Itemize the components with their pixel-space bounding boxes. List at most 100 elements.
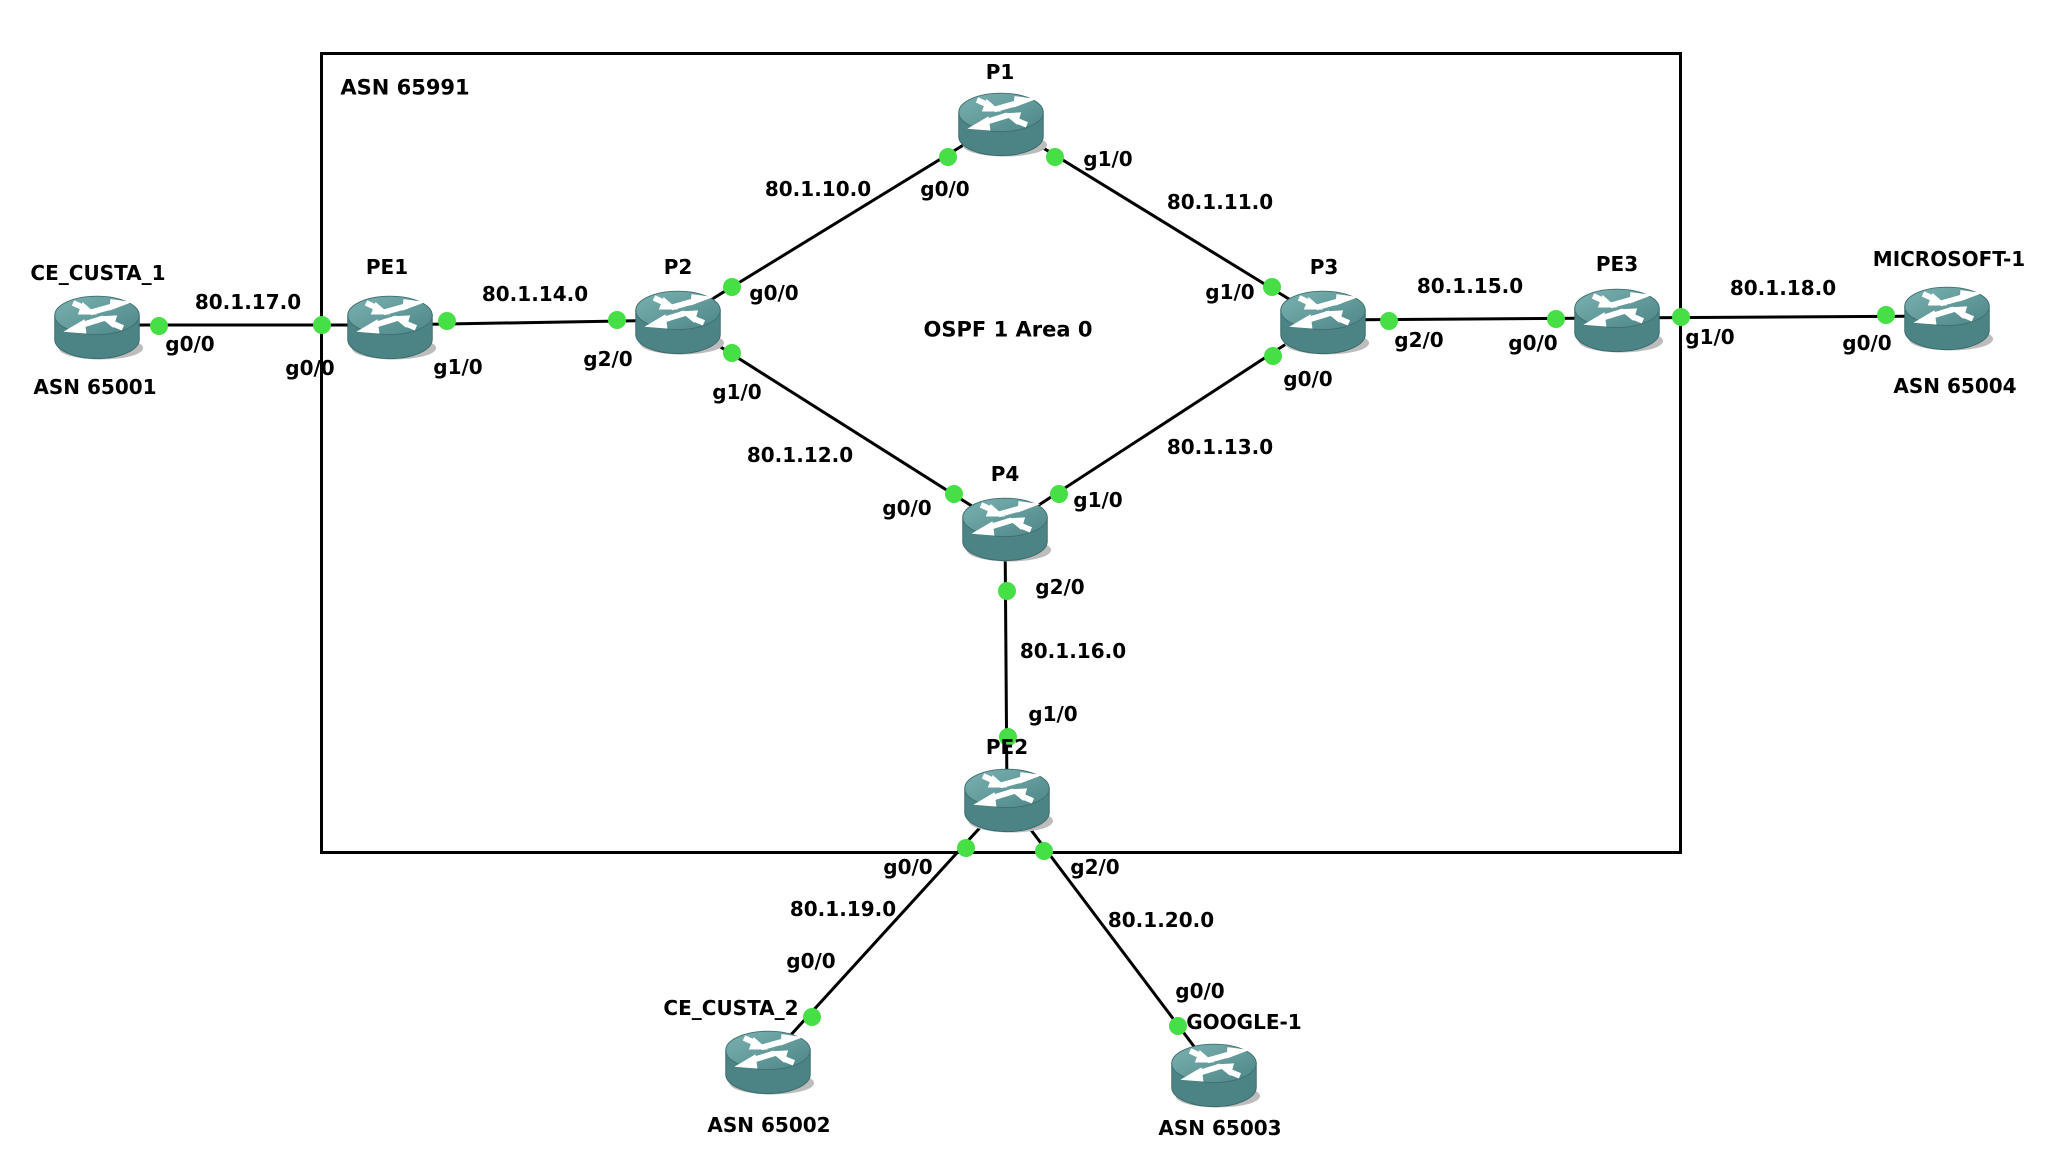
link-endpoint-dot <box>1046 148 1064 166</box>
router-icon <box>959 759 1055 837</box>
iface-label-p4-g0-0: g0/0 <box>882 496 932 520</box>
link-endpoint-dot <box>1035 842 1053 860</box>
node-asn-label-microsoft-1: ASN 65004 <box>1893 374 2017 398</box>
net-label-80-1-18-0: 80.1.18.0 <box>1729 276 1837 300</box>
node-asn-label-ce-custa-2: ASN 65002 <box>707 1113 831 1137</box>
link-endpoint-dot <box>313 316 331 334</box>
router-node-p4[interactable] <box>957 488 1053 566</box>
link-endpoint-dot <box>957 839 975 857</box>
router-node-google-1[interactable] <box>1166 1034 1262 1112</box>
link-endpoint-dot <box>1264 347 1282 365</box>
net-label-80-1-15-0: 80.1.15.0 <box>1416 274 1524 298</box>
node-label-pe3: PE3 <box>1595 252 1639 276</box>
link-line-p3-pe3 <box>1322 316 1618 322</box>
iface-label-p2-g0-0: g0/0 <box>749 281 799 305</box>
iface-label-ce-custa-1-g0-0: g0/0 <box>165 332 215 356</box>
iface-label-pe1-g1-0: g1/0 <box>433 355 483 379</box>
net-label-80-1-19-0: 80.1.19.0 <box>789 897 897 921</box>
router-icon <box>1166 1034 1262 1112</box>
iface-label-pe3-g1-0: g1/0 <box>1685 325 1735 349</box>
net-label-80-1-10-0: 80.1.10.0 <box>764 177 872 201</box>
iface-label-pe1-g0-0: g0/0 <box>285 356 335 380</box>
node-label-pe1: PE1 <box>365 255 409 279</box>
iface-label-pe2-g1-0: g1/0 <box>1028 702 1078 726</box>
node-label-pe2: PE2 <box>985 735 1029 759</box>
iface-label-p3-g2-0: g2/0 <box>1394 328 1444 352</box>
node-label-ce-custa-2: CE_CUSTA_2 <box>663 996 799 1020</box>
link-endpoint-dot <box>608 311 626 329</box>
asn-region-box <box>320 52 1682 854</box>
iface-label-p2-g1-0: g1/0 <box>712 380 762 404</box>
link-endpoint-dot <box>723 278 741 296</box>
router-icon <box>1275 281 1371 359</box>
iface-label-p3-g1-0: g1/0 <box>1205 280 1255 304</box>
link-endpoint-dot <box>803 1008 821 1026</box>
iface-label-pe2-g2-0: g2/0 <box>1070 855 1120 879</box>
net-label-80-1-20-0: 80.1.20.0 <box>1107 908 1215 932</box>
router-node-ce-custa-2[interactable] <box>720 1021 816 1099</box>
router-node-p3[interactable] <box>1275 281 1371 359</box>
link-line-p4-pe2 <box>1003 526 1009 799</box>
router-icon <box>720 1021 816 1099</box>
router-icon <box>630 281 726 359</box>
iface-label-ce-custa-2-g0-0: g0/0 <box>786 949 836 973</box>
link-line-pe1-p2 <box>389 318 679 327</box>
iface-label-p1-g1-0: g1/0 <box>1083 147 1133 171</box>
node-label-p3: P3 <box>1309 255 1339 279</box>
link-endpoint-dot <box>998 582 1016 600</box>
iface-label-p4-g1-0: g1/0 <box>1073 488 1123 512</box>
router-icon <box>1899 277 1995 355</box>
link-endpoint-dot <box>1877 306 1895 324</box>
link-endpoint-dot <box>1050 485 1068 503</box>
router-node-p2[interactable] <box>630 281 726 359</box>
link-endpoint-dot <box>150 317 168 335</box>
net-label-80-1-11-0: 80.1.11.0 <box>1166 190 1274 214</box>
link-endpoint-dot <box>1169 1017 1187 1035</box>
router-node-pe3[interactable] <box>1569 279 1665 357</box>
router-node-pe2[interactable] <box>959 759 1055 837</box>
router-node-p1[interactable] <box>953 83 1049 161</box>
node-label-microsoft-1: MICROSOFT-1 <box>1872 247 2026 271</box>
iface-label-p3-g0-0: g0/0 <box>1283 367 1333 391</box>
link-endpoint-dot <box>1547 310 1565 328</box>
node-label-p2: P2 <box>663 255 693 279</box>
node-label-p1: P1 <box>985 60 1015 84</box>
router-icon <box>1569 279 1665 357</box>
net-label-80-1-17-0: 80.1.17.0 <box>194 290 302 314</box>
router-node-microsoft-1[interactable] <box>1899 277 1995 355</box>
link-endpoint-dot <box>945 485 963 503</box>
iface-label-google-1-g0-0: g0/0 <box>1175 979 1225 1003</box>
router-icon <box>953 83 1049 161</box>
net-label-80-1-14-0: 80.1.14.0 <box>481 282 589 306</box>
link-endpoint-dot <box>1380 312 1398 330</box>
iface-label-p1-g0-0: g0/0 <box>920 177 970 201</box>
node-label-p4: P4 <box>990 462 1020 486</box>
node-label-google-1: GOOGLE-1 <box>1186 1010 1302 1034</box>
router-node-pe1[interactable] <box>342 286 438 364</box>
link-line-pe3-microsoft-1 <box>1616 314 1948 320</box>
node-label-ce-custa-1: CE_CUSTA_1 <box>30 261 166 285</box>
iface-label-pe3-g0-0: g0/0 <box>1508 331 1558 355</box>
router-node-ce-custa-1[interactable] <box>49 286 145 364</box>
router-icon <box>342 286 438 364</box>
link-endpoint-dot <box>939 148 957 166</box>
router-icon <box>49 286 145 364</box>
net-label-80-1-16-0: 80.1.16.0 <box>1019 639 1127 663</box>
asn-region-label: ASN 65991 <box>340 75 470 100</box>
iface-label-pe2-g0-0: g0/0 <box>883 855 933 879</box>
net-label-80-1-12-0: 80.1.12.0 <box>746 443 854 467</box>
link-endpoint-dot <box>999 728 1017 746</box>
link-endpoint-dot <box>1263 278 1281 296</box>
iface-label-p2-g2-0: g2/0 <box>583 347 633 371</box>
iface-label-microsoft-1-g0-0: g0/0 <box>1842 331 1892 355</box>
iface-label-p4-g2-0: g2/0 <box>1035 575 1085 599</box>
node-asn-label-google-1: ASN 65003 <box>1158 1116 1282 1140</box>
net-label-80-1-13-0: 80.1.13.0 <box>1166 435 1274 459</box>
link-endpoint-dot <box>723 344 741 362</box>
link-endpoint-dot <box>438 312 456 330</box>
link-endpoint-dot <box>1672 308 1690 326</box>
ospf-area-label: OSPF 1 Area 0 <box>923 317 1093 342</box>
node-asn-label-ce-custa-1: ASN 65001 <box>33 375 157 399</box>
